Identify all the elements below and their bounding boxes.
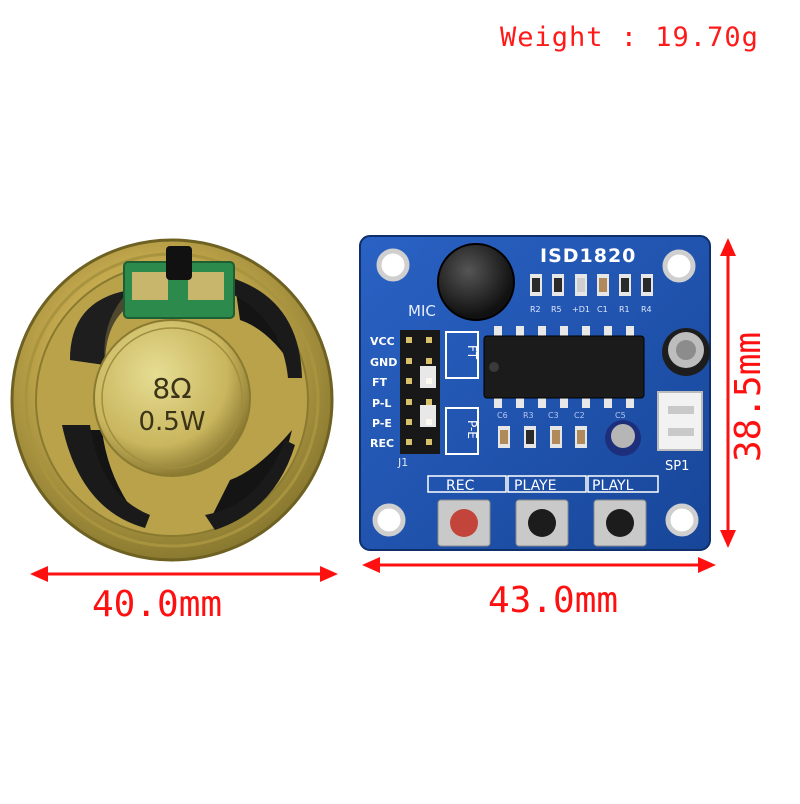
speaker-connector: [657, 391, 703, 451]
rec-button: [450, 509, 478, 537]
lower-component-labels: C6 R3 C3 C2 C5: [497, 411, 626, 420]
svg-text:R3: R3: [523, 411, 534, 420]
speaker-power: 0.5W: [138, 407, 205, 437]
electrolytic-capacitor: [662, 328, 710, 376]
microphone: [437, 243, 515, 321]
speaker: 8Ω 0.5W: [10, 238, 334, 562]
svg-text:C3: C3: [548, 411, 559, 420]
svg-text:P-E: P-E: [465, 420, 479, 439]
svg-text:R4: R4: [641, 305, 652, 314]
header-pin-labels: VCC GND FT P-L P-E REC: [370, 335, 397, 450]
svg-text:REC: REC: [370, 437, 394, 450]
svg-text:P-L: P-L: [372, 397, 391, 410]
weight-label: Weight : 19.70g: [500, 22, 759, 53]
svg-text:FT: FT: [465, 345, 479, 360]
speaker-terminal: [123, 246, 235, 319]
isd1820-board: MIC ISD1820 R2 R5 +D1 C1 R1 R4 VCC GND F…: [359, 235, 711, 551]
svg-text:R1: R1: [619, 305, 630, 314]
isd1820-chip: [483, 326, 645, 408]
mounting-holes: [372, 248, 699, 537]
board-title: ISD1820: [540, 245, 636, 267]
svg-text:C6: C6: [497, 411, 508, 420]
smd-components-bottom: [498, 426, 587, 448]
svg-text:PLAYE: PLAYE: [514, 478, 556, 494]
button-labels: REC PLAYE PLAYL: [427, 475, 659, 494]
svg-text:C2: C2: [574, 411, 585, 420]
dimension-arrows: [30, 238, 736, 582]
svg-text:FT: FT: [372, 376, 388, 389]
svg-text:PLAYL: PLAYL: [592, 478, 634, 494]
tactile-buttons: [437, 499, 647, 547]
pin-header: [400, 330, 440, 454]
svg-text:P-E: P-E: [372, 417, 392, 430]
svg-text:C5: C5: [615, 411, 626, 420]
speaker-impedance: 8Ω: [152, 372, 191, 405]
svg-text:R2: R2: [530, 305, 541, 314]
board-height-label: 38.5mm: [728, 331, 769, 462]
speaker-width-label: 40.0mm: [92, 584, 223, 625]
svg-text:+D1: +D1: [572, 305, 590, 314]
jumper-markings: FT P-E: [445, 331, 479, 455]
svg-text:REC: REC: [446, 478, 475, 494]
component-labels: R2 R5 +D1 C1 R1 R4: [530, 305, 652, 314]
small-capacitor: [605, 420, 641, 456]
svg-text:R5: R5: [551, 305, 562, 314]
speaker-dust-cap: [93, 319, 251, 477]
mic-label: MIC: [408, 302, 436, 320]
playl-button: [606, 509, 634, 537]
svg-text:GND: GND: [370, 356, 397, 369]
svg-text:C1: C1: [597, 305, 608, 314]
smd-components-top: [530, 274, 653, 296]
sp1-label: SP1: [665, 459, 689, 474]
board-width-label: 43.0mm: [488, 580, 619, 621]
svg-text:VCC: VCC: [370, 335, 395, 348]
playe-button: [528, 509, 556, 537]
j1-label: J1: [397, 456, 408, 469]
